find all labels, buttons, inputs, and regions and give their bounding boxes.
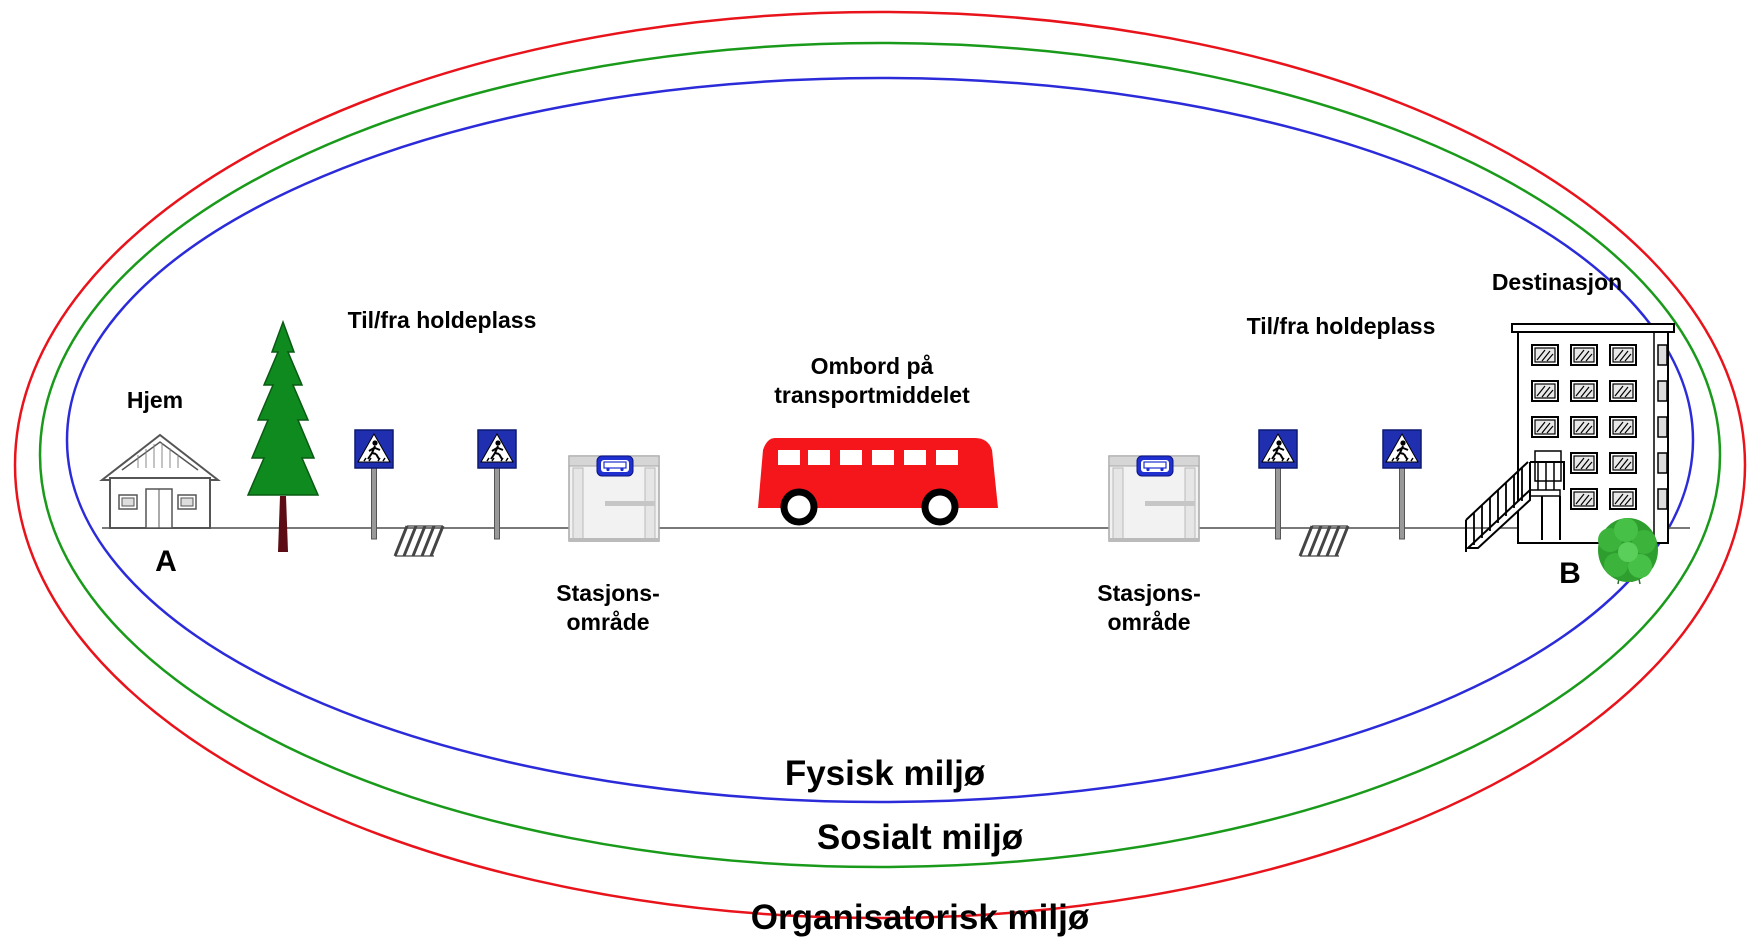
station-area-left-line1: Stasjons- xyxy=(556,580,660,606)
station-area-right-line1: Stasjons- xyxy=(1097,580,1201,606)
bus-shelter-icon-left xyxy=(568,455,660,543)
organizational-environment-label: Organisatorisk miljø xyxy=(751,898,1090,937)
station-area-right-line2: område xyxy=(1107,609,1190,635)
pedestrian-crossing-sign-right-1 xyxy=(1258,429,1298,540)
physical-environment-label: Fysisk miljø xyxy=(785,754,986,793)
bus-icon xyxy=(758,438,998,526)
home-label: Hjem xyxy=(127,387,183,413)
onboard-label-line1: Ombord på xyxy=(811,353,934,379)
crosswalk-icon-left xyxy=(393,524,445,558)
point-b-label: B xyxy=(1559,557,1581,590)
onboard-label-line2: transportmiddelet xyxy=(774,382,970,408)
pedestrian-crossing-sign-right-2 xyxy=(1382,429,1422,540)
to-from-stop-left-label: Til/fra holdeplass xyxy=(348,307,537,333)
pedestrian-crossing-sign-left-1 xyxy=(354,429,394,540)
social-environment-label: Sosialt miljø xyxy=(817,818,1024,857)
bush-icon xyxy=(1598,518,1658,585)
organizational-environment-ring xyxy=(13,10,1747,920)
pedestrian-crossing-sign-left-2 xyxy=(477,429,517,540)
point-a-label: A xyxy=(155,545,177,578)
physical-environment-ring xyxy=(65,76,1695,804)
destination-label: Destinasjon xyxy=(1492,269,1622,295)
apartment-building-icon xyxy=(1465,323,1675,552)
house-icon xyxy=(99,433,221,529)
to-from-stop-right-label: Til/fra holdeplass xyxy=(1247,313,1436,339)
station-area-left-line2: område xyxy=(566,609,649,635)
crosswalk-icon-right xyxy=(1298,524,1350,558)
bus-shelter-icon-right xyxy=(1108,455,1200,543)
tree-icon xyxy=(246,319,320,552)
social-environment-ring xyxy=(38,41,1722,869)
